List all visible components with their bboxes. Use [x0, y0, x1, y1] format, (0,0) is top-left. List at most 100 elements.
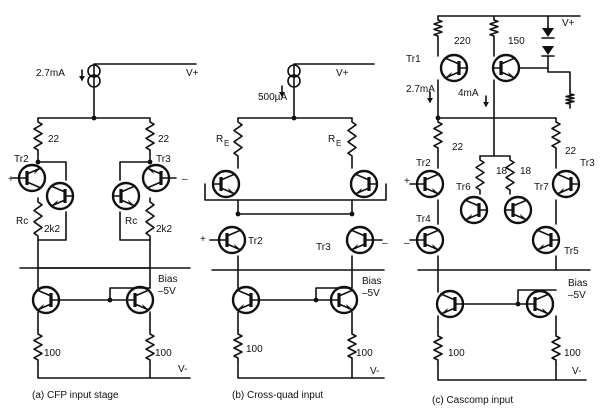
- resistor-zigzag: [551, 117, 561, 153]
- resistor-zigzag: [551, 331, 561, 365]
- transistor-symbol: [415, 169, 445, 199]
- label-c-tr6: Tr6: [456, 182, 471, 193]
- resistor-zigzag: [505, 155, 515, 195]
- transistor-collector-lead: [226, 229, 242, 237]
- label-b-re-left: R: [216, 134, 223, 145]
- current-arrow-head: [279, 92, 285, 97]
- transistor-collector-lead: [338, 289, 354, 297]
- transistor-collector-lead: [534, 293, 550, 301]
- label-a-2k2-left: 2k2: [44, 224, 61, 235]
- resistor-zigzag: [233, 329, 243, 363]
- label-a-r100-left: 100: [44, 348, 61, 359]
- label-b-bias: Bias: [362, 276, 381, 287]
- label-c-current-1: 2.7mA: [406, 84, 435, 95]
- transistor-emitter-lead: [146, 181, 162, 189]
- label-b-re-right-sub: E: [336, 139, 341, 148]
- transistor-collector-lead: [354, 173, 370, 181]
- emitter-arrow: [508, 72, 515, 78]
- label-c-bias-v: –5V: [568, 290, 586, 301]
- transistor-symbol: [349, 169, 379, 199]
- resistor-zigzag: [33, 117, 43, 155]
- resistor-zigzag: [433, 15, 443, 41]
- current-source-ring: [287, 64, 301, 78]
- wire: [37, 161, 67, 181]
- transistor-symbol: [329, 285, 359, 315]
- label-c-bias: Bias: [568, 278, 587, 289]
- transistor-collector-lead: [50, 185, 66, 193]
- label-c-r100-right: 100: [564, 348, 581, 359]
- label-a-r22-left: 22: [48, 134, 60, 145]
- junction-dot: [107, 297, 113, 303]
- transistor-symbol: [141, 163, 171, 193]
- resistor-zigzag: [145, 197, 155, 241]
- label-a-plus: +: [8, 174, 14, 185]
- label-a-bias: Bias: [158, 274, 177, 285]
- resistor-zigzag: [233, 117, 243, 161]
- transistor-symbol: [31, 285, 61, 315]
- current-source-ring: [87, 64, 101, 78]
- wire: [119, 161, 151, 181]
- label-a-2k2-right: 2k2: [156, 224, 173, 235]
- junction-dot: [313, 297, 319, 303]
- transistor-collector-lead: [512, 199, 528, 207]
- resistor-zigzag: [489, 15, 499, 41]
- transistor-symbol: [531, 225, 561, 255]
- label-a-r100-right: 100: [155, 348, 172, 359]
- transistor-collector-lead: [556, 173, 572, 181]
- junction-dot: [35, 159, 41, 165]
- label-a-tr2: Tr2: [14, 154, 29, 165]
- current-source-ring: [87, 74, 101, 88]
- emitter-arrow: [465, 214, 472, 220]
- label-b-r100-left: 100: [246, 344, 263, 355]
- resistor-zigzag: [475, 155, 485, 195]
- current-source-symbol: [87, 64, 101, 88]
- label-c-vplus: V+: [562, 18, 575, 29]
- transistor-symbol: [491, 53, 521, 83]
- emitter-arrow: [142, 304, 149, 310]
- transistor-collector-lead: [134, 289, 150, 297]
- transistor-symbol: [415, 225, 445, 255]
- junction-dot: [291, 115, 297, 121]
- label-c-tr5: Tr5: [564, 246, 579, 257]
- emitter-arrow: [355, 188, 362, 194]
- transistor-collector-lead: [464, 199, 480, 207]
- resistor-zigzag: [347, 117, 357, 161]
- transistor-collector-lead: [36, 289, 52, 297]
- transistor-symbol: [211, 169, 241, 199]
- emitter-arrow: [37, 304, 44, 310]
- diode-triangle: [542, 46, 554, 55]
- label-a-minus: –: [182, 174, 188, 185]
- transistor-collector-lead: [236, 289, 252, 297]
- transistor-collector-lead: [444, 57, 460, 65]
- wire-b-vminus-rail: [237, 361, 385, 379]
- emitter-arrow: [432, 188, 439, 194]
- transistor-symbol: [17, 163, 47, 193]
- transistor-collector-lead: [500, 57, 516, 65]
- label-a-vplus: V+: [186, 68, 199, 79]
- transistor-symbol: [111, 181, 141, 211]
- labels-layer: V+ V- 2.7mA 22 22 Rc 2k2 Rc 2k2 100 100 …: [8, 18, 595, 406]
- label-b-minus: –: [382, 238, 388, 249]
- emitter-arrow: [432, 244, 439, 250]
- wire-c-vminus-rail: [437, 363, 587, 381]
- emitter-arrow: [34, 168, 41, 174]
- emitter-arrow: [228, 188, 235, 194]
- emitter-arrow: [147, 168, 154, 174]
- label-c-r220: 220: [454, 36, 471, 47]
- label-c-r100-left: 100: [448, 348, 465, 359]
- emitter-arrow: [237, 304, 244, 310]
- panel-cfp-input-stage: [11, 63, 197, 379]
- transistor-collector-lead: [424, 229, 440, 237]
- label-a-bias-v: –5V: [158, 286, 176, 297]
- label-b-r100-right: 100: [356, 348, 373, 359]
- current-arrow-head: [79, 76, 85, 81]
- wire: [204, 183, 387, 201]
- label-c-tr2: Tr2: [416, 158, 431, 169]
- emitter-arrow: [351, 244, 358, 250]
- label-b-tr2: Tr2: [248, 236, 263, 247]
- junction-dot: [91, 115, 97, 121]
- transistor-collector-lead: [440, 293, 456, 301]
- wire-a-vminus-rail: [37, 363, 191, 379]
- transistor-collector-lead: [120, 185, 136, 193]
